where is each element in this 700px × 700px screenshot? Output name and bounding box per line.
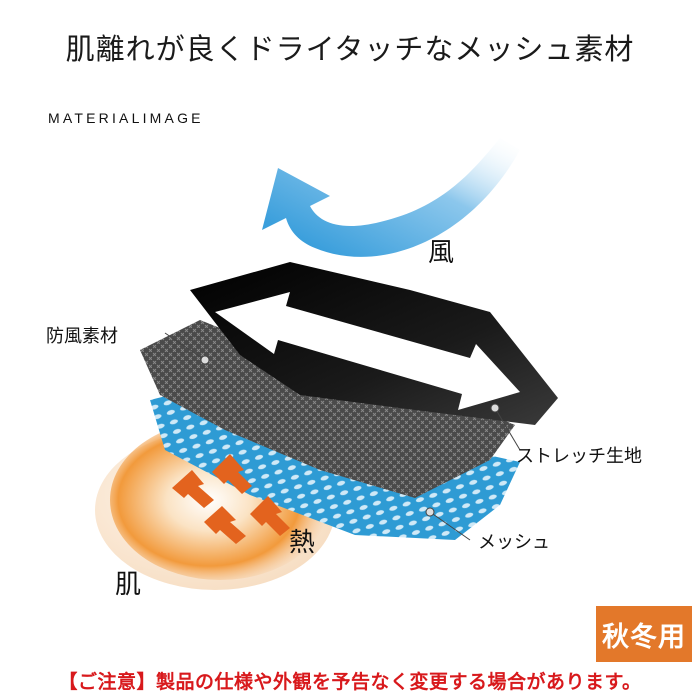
label-skin: 肌 <box>115 570 142 600</box>
leader-stretch <box>490 403 521 451</box>
label-heat: 熱 <box>289 528 316 558</box>
leader-mesh <box>425 507 471 541</box>
notice-text: 【ご注意】製品の仕様や外観を予告なく変更する場合があります。 <box>58 671 642 693</box>
label-wind: 風 <box>428 238 455 268</box>
wind-arrow-icon <box>262 138 520 257</box>
label-windproof: 防風素材 <box>46 326 118 347</box>
heat-arrows-icon <box>172 454 290 544</box>
label-mesh: メッシュ <box>478 532 550 553</box>
season-badge: 秋冬用 <box>596 606 692 662</box>
material-image-title: MATERIALIMAGE <box>48 110 204 126</box>
stretch-arrow-icon <box>215 292 520 410</box>
stretch-layer <box>140 320 515 498</box>
headline: 肌離れが良くドライタッチなメッシュ素材 <box>65 32 635 66</box>
leader-windproof <box>164 332 210 365</box>
label-stretch: ストレッチ生地 <box>516 446 642 467</box>
